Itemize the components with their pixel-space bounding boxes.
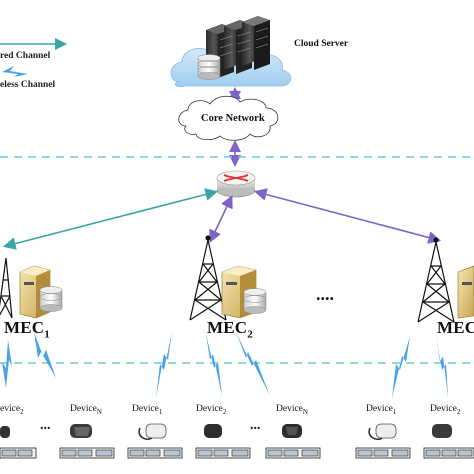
device-label: DeviceN: [70, 404, 102, 416]
wireless-bolt: [206, 334, 222, 396]
mec-2-label: MEC2: [207, 318, 253, 341]
mec-server-icon: [221, 265, 267, 319]
legend-wired-label: red Channel: [0, 51, 51, 61]
database-icon: [197, 54, 221, 80]
link-router-mec1: [2, 188, 219, 250]
cloud-server: [170, 16, 292, 87]
device-row: [0, 423, 474, 459]
mec-server-icon: [19, 265, 63, 319]
tower-icon: [417, 237, 455, 323]
device-label: Device1: [132, 404, 163, 416]
router-icon: [216, 170, 256, 198]
legend: [0, 38, 67, 77]
wireless-links: [2, 332, 448, 398]
legend-wireless-bolt: [2, 66, 28, 77]
server-rack-icon: [206, 16, 270, 78]
mec-1-label: MEC1: [4, 318, 50, 341]
cloud-server-label: Cloud Server: [294, 39, 349, 49]
core-network-label: Core Network: [201, 113, 265, 124]
device-ellipsis: ...: [250, 418, 261, 433]
device-label: evice2: [0, 404, 24, 416]
device-ellipsis: ...: [40, 418, 51, 433]
vr-headset-icon: [0, 423, 452, 441]
tower-icon: [189, 235, 227, 321]
wireless-bolt: [34, 332, 56, 378]
mec-n-label: MEC: [437, 318, 474, 337]
tower-icon: [0, 257, 13, 319]
core-network-cloud: [178, 95, 279, 141]
mec-server-icon: [457, 265, 474, 319]
link-router-mec3: [253, 188, 442, 244]
wireless-bolt: [436, 336, 448, 398]
legend-wireless-label: eless Channel: [0, 80, 56, 90]
wireless-bolt: [392, 336, 410, 398]
wireless-bolt: [156, 332, 172, 398]
mec-ellipsis: ....: [316, 284, 334, 304]
wireless-bolt: [236, 332, 270, 396]
task-queue-cells: [1, 449, 473, 457]
device-label: DeviceN: [276, 404, 308, 416]
wireless-bolt: [2, 340, 12, 388]
device-label: Device2: [196, 404, 227, 416]
device-label: Device1: [366, 404, 397, 416]
device-label: Device2: [430, 404, 461, 416]
link-router-mec2: [209, 195, 233, 243]
